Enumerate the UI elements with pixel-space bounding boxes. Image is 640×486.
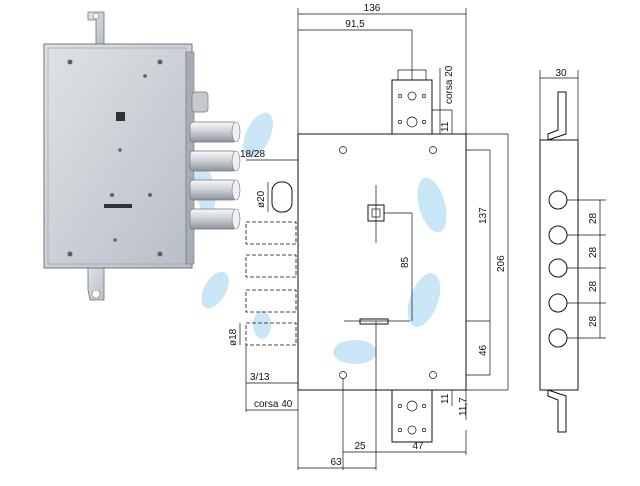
lock-photo	[43, 11, 241, 301]
dim-bolt-diameter: ø20	[256, 190, 267, 208]
dim-bolt-pitch: 18/28	[240, 149, 265, 160]
watermark-logo	[194, 112, 447, 364]
dim-pin-diameter: ø18	[228, 328, 239, 346]
dim-overall-width: 136	[364, 3, 381, 14]
dim-side-pitch-3: 28	[588, 280, 599, 292]
dim-side-pitch-2: 28	[588, 246, 599, 258]
dim-spindle-to-key: 85	[400, 256, 411, 268]
dim-backset: 63	[330, 457, 342, 468]
lock-bolts	[189, 121, 241, 230]
dim-bottom-plate-offset: 11	[440, 393, 451, 404]
dimension-labels: 136 91,5 30 corsa 20 11 18/28 ø20 85 137…	[228, 3, 599, 468]
front-view	[245, 69, 467, 443]
dim-side-pitch-1: 28	[588, 212, 599, 224]
dim-key-offset: 91,5	[345, 19, 365, 30]
dim-key-to-bottom-hole: 46	[478, 344, 489, 356]
dim-hole-spacing-bottom: 25	[354, 441, 366, 452]
bolt-slots	[245, 221, 297, 346]
dim-side-width: 30	[555, 68, 567, 79]
dim-bottom-right: 47	[412, 441, 424, 452]
dim-spindle-to-top-hole: 137	[478, 207, 489, 224]
dim-side-pitch-4: 28	[588, 315, 599, 327]
dim-overall-height: 206	[496, 255, 507, 272]
dim-bottom-edge-offset: 11,7	[458, 397, 469, 416]
dim-stroke-top: corsa 20	[444, 65, 455, 104]
side-view	[539, 70, 606, 433]
dimension-lines	[239, 8, 509, 470]
dim-top-plate-offset: 11	[440, 121, 451, 132]
dim-pin-pitch: 3/13	[250, 372, 270, 383]
dim-stroke-bottom: corsa 40	[254, 399, 293, 410]
